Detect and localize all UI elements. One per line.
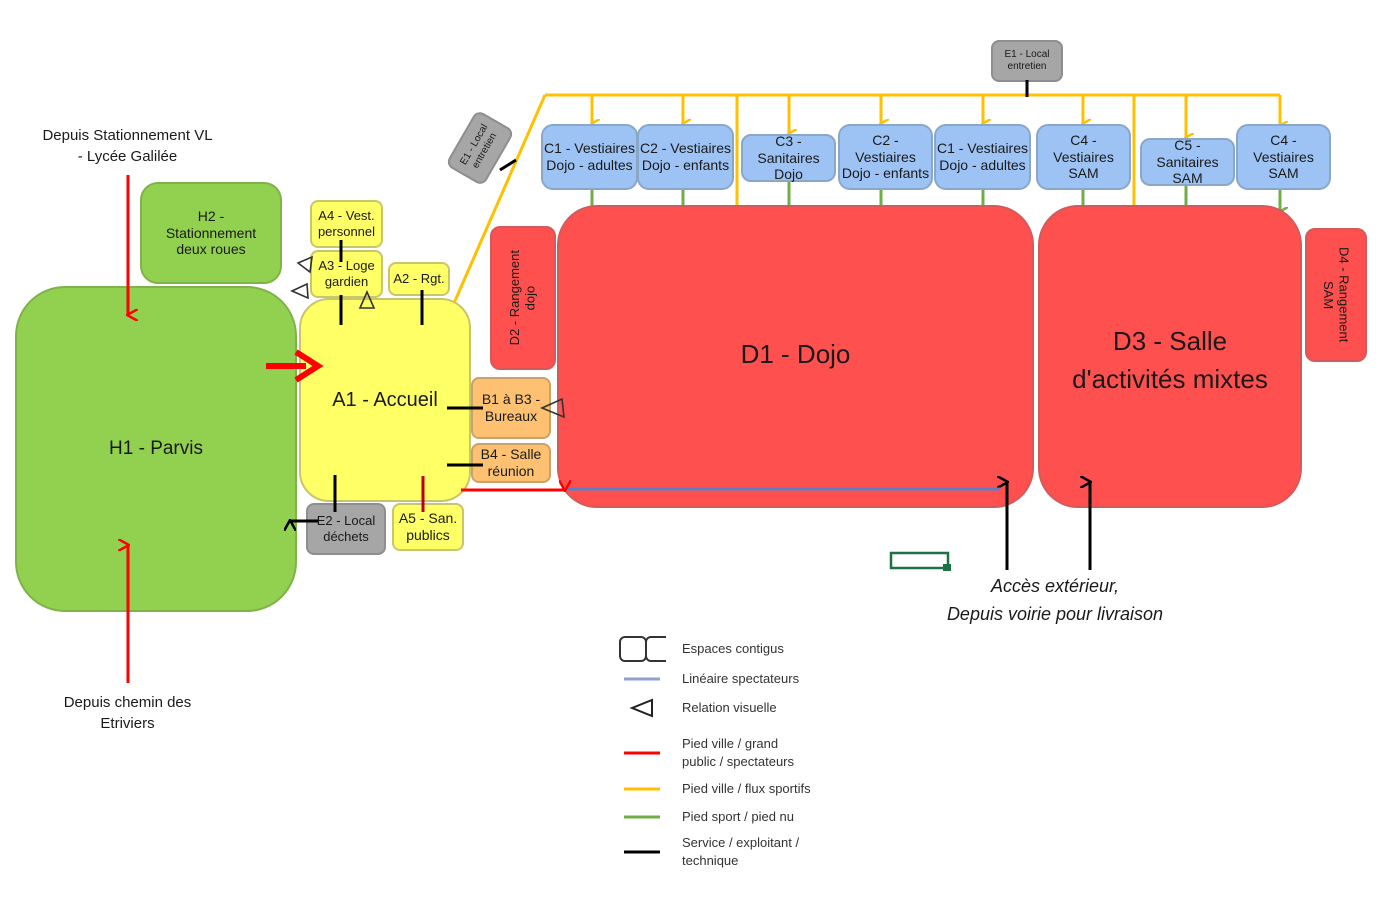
legend-item-service-flow: Service / exploitant / technique: [618, 834, 799, 869]
yellow-line-icon: [624, 787, 660, 791]
zone-h2-stationnement: H2 - Stationnement deux roues: [140, 182, 282, 284]
zone-c-label: C4 - Vestiaires SAM: [1253, 131, 1314, 182]
zone-c-label: C3 - Sanitaires Dojo: [757, 132, 820, 183]
zone-b4-label: B4 - Salle réunion: [480, 446, 542, 479]
zone-c5-sanitaires-sam: C5 - Sanitaires SAM: [1140, 136, 1235, 187]
eye-triangle-icon: [629, 698, 653, 718]
zone-d3-label: D3 - Salle d'activités mixtes: [1072, 326, 1268, 394]
zone-e1-local-entretien-top: E1 - Local entretien: [991, 40, 1063, 82]
zone-e1-top-label: E1 - Local entretien: [1004, 49, 1050, 72]
annotation-from-parking: Depuis Stationnement VL - Lycée Galilée: [42, 127, 213, 165]
zone-d4-rangement-sam: D4 - Rangement SAM: [1305, 228, 1367, 362]
zone-c-label: C2 - Vestiaires Dojo - enfants: [841, 131, 930, 182]
zone-a5-san-publics: A5 - San. publics: [392, 503, 464, 551]
blue-line-icon: [624, 677, 660, 681]
legend-item-sports-flow: Pied ville / flux sportifs: [618, 780, 811, 798]
zone-a3-loge-gardien: A3 - Loge gardien: [310, 250, 383, 298]
legend-label: Pied ville / grand public / spectateurs: [682, 736, 795, 769]
zone-c4-vestiaires-sam-2: C4 - Vestiaires SAM: [1236, 124, 1331, 190]
zone-c-label: C2 - Vestiaires Dojo - enfants: [639, 140, 732, 173]
legend-label: Espaces contigus: [682, 641, 784, 657]
annotation-from-path: Depuis chemin des Etriviers: [63, 694, 192, 732]
legend-label: Relation visuelle: [682, 700, 777, 716]
zone-b1-b3-bureaux: B1 à B3 - Bureaux: [471, 377, 551, 439]
zone-d2-label: D2 - Rangement dojo: [507, 250, 538, 346]
zone-c3-sanitaires-dojo: C3 - Sanitaires Dojo: [741, 132, 836, 183]
zone-h1-label: H1 - Parvis: [109, 437, 203, 459]
zone-a4-label: A4 - Vest. personnel: [317, 208, 376, 239]
zone-c2-vestiaires-dojo-enfants: C2 - Vestiaires Dojo - enfants: [637, 124, 734, 190]
legend-label: Linéaire spectateurs: [682, 671, 800, 686]
zone-a3-label: A3 - Loge gardien: [318, 258, 375, 289]
zone-c-label: C1 - Vestiaires Dojo - adultes: [936, 140, 1029, 173]
zone-c1-vestiaires-dojo-adultes-2: C1 - Vestiaires Dojo - adultes: [934, 124, 1031, 190]
zone-a4-vest-personnel: A4 - Vest. personnel: [310, 200, 383, 248]
legend-item-barefoot-flow: Pied sport / pied nu: [618, 808, 794, 826]
zone-a1-accueil: A1 - Accueil: [299, 298, 471, 502]
zone-c-label: C1 - Vestiaires Dojo - adultes: [543, 140, 636, 173]
legend-label: Pied sport / pied nu: [682, 809, 795, 824]
zone-d4-label: D4 - Rangement SAM: [1321, 247, 1352, 343]
zone-c-label: C5 - Sanitaires SAM: [1156, 136, 1219, 187]
zone-e2-local-dechets: E2 - Local déchets: [306, 503, 386, 555]
red-line-icon: [624, 751, 660, 755]
legend-item-spectator-line: Linéaire spectateurs: [618, 670, 799, 688]
zone-b4-salle-reunion: B4 - Salle réunion: [471, 443, 551, 483]
zone-b13-label: B1 à B3 - Bureaux: [481, 391, 541, 424]
legend-label: Pied ville / flux sportifs: [682, 781, 811, 796]
zone-c2-vestiaires-dojo-enfants-2: C2 - Vestiaires Dojo - enfants: [838, 124, 933, 190]
zone-a1-label: A1 - Accueil: [332, 389, 438, 411]
green-line-icon: [624, 815, 660, 819]
zone-a2-rgt: A2 - Rgt.: [388, 262, 450, 296]
contiguous-spaces-icon: [619, 636, 666, 662]
zone-h1-parvis: H1 - Parvis: [15, 286, 297, 612]
legend-label: Service / exploitant / technique: [682, 835, 800, 868]
legend-item-public-flow: Pied ville / grand public / spectateurs: [618, 735, 794, 770]
legend-item-contiguous-spaces: Espaces contigus: [618, 634, 784, 664]
zone-c1-vestiaires-dojo-adultes: C1 - Vestiaires Dojo - adultes: [541, 124, 638, 190]
zone-d3-salle-activites: D3 - Salle d'activités mixtes: [1038, 205, 1302, 508]
zone-c4-vestiaires-sam: C4 - Vestiaires SAM: [1036, 124, 1131, 190]
legend-item-visual-relation: Relation visuelle: [618, 698, 777, 718]
zone-d2-rangement-dojo: D2 - Rangement dojo: [490, 226, 556, 370]
zone-d1-label: D1 - Dojo: [740, 339, 851, 369]
zone-c-label: C4 - Vestiaires SAM: [1053, 131, 1114, 182]
zone-e2-label: E2 - Local déchets: [316, 513, 376, 544]
zone-h2-label: H2 - Stationnement deux roues: [165, 207, 257, 258]
zone-a5-label: A5 - San. publics: [398, 510, 458, 543]
black-line-icon: [624, 850, 660, 854]
zone-d1-dojo: D1 - Dojo: [557, 205, 1034, 508]
zone-a2-label: A2 - Rgt.: [393, 271, 445, 287]
annotation-external-access: Accès extérieur, Depuis voirie pour livr…: [946, 576, 1164, 624]
